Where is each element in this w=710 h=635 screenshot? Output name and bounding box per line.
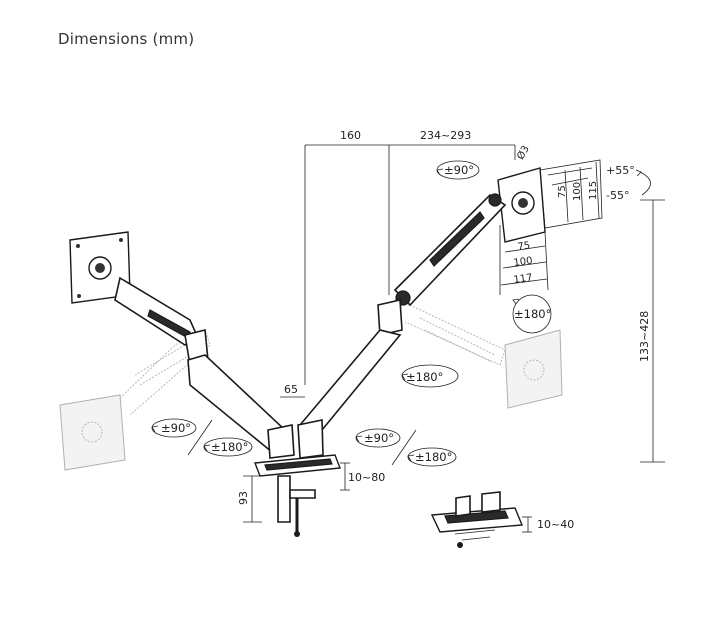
vesa-dimensions: 75 100 115 75 100 117	[499, 159, 603, 295]
left-vesa-plate	[69, 231, 131, 304]
dim-65: 65	[284, 383, 298, 396]
ghost-right-monitor	[404, 304, 563, 409]
dim-160: 160	[340, 129, 361, 142]
vesa-75-vertical: 75	[557, 185, 568, 198]
clamp-dimensions: 10~80 93 65	[237, 383, 385, 523]
rotation-label: ±180°	[514, 307, 551, 321]
rotation-label: ±90°	[364, 431, 394, 445]
rotation-left-swivel: ±90°	[151, 418, 197, 438]
grommet-base: 10~40	[430, 491, 574, 548]
rotation-left-arm: ±180°	[203, 437, 253, 457]
rotation-vesa: ±180°	[512, 294, 552, 334]
rotation-label: ±90°	[444, 163, 474, 177]
tilt-up-label: +55°	[606, 164, 635, 177]
top-dimension: 160 234~293 Ø3	[304, 129, 532, 385]
rotation-label: ±180°	[406, 370, 443, 384]
left-arm	[114, 276, 295, 459]
vesa-75-horizontal: 75	[517, 240, 531, 253]
height-dimension: 133~428	[638, 199, 665, 463]
dim-10-40: 10~40	[537, 518, 574, 531]
dim-234-293: 234~293	[420, 129, 471, 142]
vesa-117-horizontal: 117	[513, 272, 533, 286]
rotation-base: ±180°	[407, 447, 457, 467]
rotation-right-arm: ±180°	[401, 364, 459, 388]
tilt-indicator: +55° -55°	[606, 164, 651, 202]
rotation-label: ±90°	[161, 421, 191, 435]
tilt-down-label: -55°	[606, 189, 629, 202]
dim-133-428: 133~428	[638, 311, 651, 362]
page-title: Dimensions (mm)	[58, 30, 195, 48]
right-arm	[297, 167, 546, 459]
dim-hole-diameter: Ø3	[514, 143, 532, 161]
ghost-left-monitor	[59, 329, 211, 471]
rotation-top-swivel: ±90°	[436, 160, 480, 180]
vesa-100-horizontal: 100	[513, 255, 533, 269]
rotation-mid-swivel: ±90°	[355, 428, 401, 448]
dim-93: 93	[237, 491, 250, 505]
rotation-label: ±180°	[211, 440, 248, 454]
vesa-115-vertical: 115	[588, 181, 599, 200]
clamp-base	[254, 454, 341, 537]
dim-10-80: 10~80	[348, 471, 385, 484]
vesa-100-vertical: 100	[572, 182, 583, 201]
rotation-label: ±180°	[415, 450, 452, 464]
